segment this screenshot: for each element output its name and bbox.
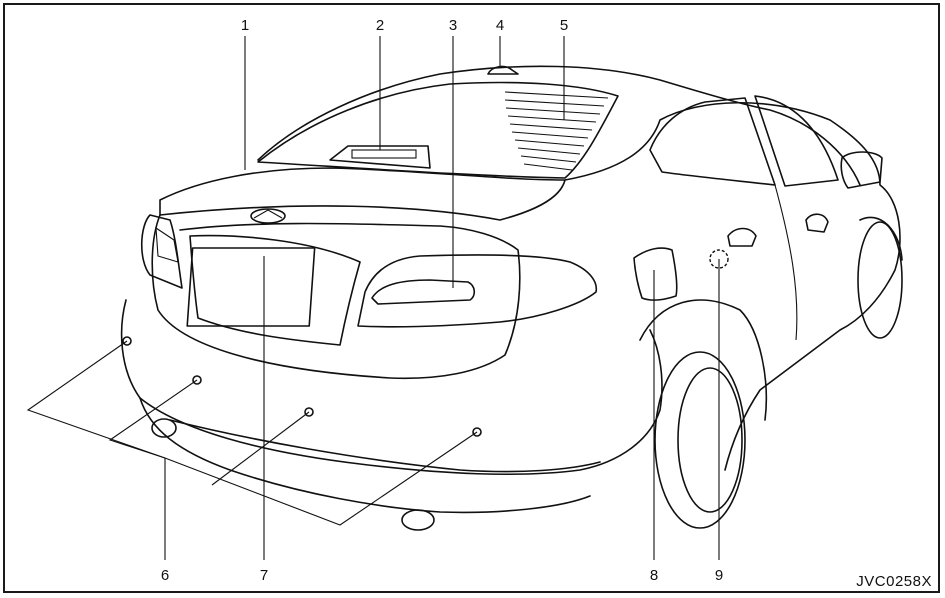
callout-8: 8 — [650, 567, 658, 584]
parking-sensor — [192, 375, 202, 385]
left-tail-light — [140, 214, 183, 289]
leader-lines — [26, 36, 720, 560]
front-door-handle — [805, 213, 829, 233]
callout-7: 7 — [260, 567, 268, 584]
parking-sensor — [304, 407, 314, 417]
license-plate-recess — [189, 234, 361, 346]
rear-wheel — [654, 351, 746, 529]
door-seam — [774, 184, 798, 341]
high-mount-stop-lamp — [329, 145, 431, 169]
right-exhaust — [401, 509, 435, 531]
left-exhaust — [151, 418, 177, 438]
license-plate — [186, 247, 316, 327]
parking-sensor — [472, 427, 482, 437]
rear-side-window — [649, 97, 776, 186]
fuel-filler-door — [633, 247, 678, 301]
callout-6: 6 — [161, 567, 169, 584]
rear-wheel-arch — [639, 299, 768, 421]
bumper-diffuser — [169, 419, 601, 473]
parking-sensor — [122, 336, 132, 346]
roof-antenna — [487, 65, 519, 75]
callout-3: 3 — [449, 17, 457, 34]
rear-panel — [151, 214, 521, 380]
callout-1: 1 — [241, 17, 249, 34]
rear-door-handle — [727, 227, 757, 247]
car-illustration — [120, 65, 903, 531]
side-mirror — [840, 151, 883, 189]
callout-9: 9 — [715, 567, 723, 584]
keyhole-marker — [709, 249, 729, 269]
callout-2: 2 — [376, 17, 384, 34]
bumper-lower — [139, 397, 591, 514]
figure-code: JVC0258X — [856, 573, 932, 590]
defroster-lines — [504, 91, 609, 171]
side-body — [564, 101, 901, 471]
stop-lamp-lens — [351, 149, 417, 159]
figure-frame — [3, 3, 940, 593]
right-tail-light — [357, 254, 598, 328]
roof-outline — [257, 65, 861, 186]
rear-wheel-rim — [677, 367, 743, 513]
front-side-window — [754, 95, 839, 187]
callout-4: 4 — [496, 17, 504, 34]
front-wheel — [857, 221, 903, 339]
tail-light-lens — [371, 279, 476, 305]
front-wheel-arch — [859, 216, 903, 261]
callout-5: 5 — [560, 17, 568, 34]
brand-emblem-icon — [250, 208, 286, 224]
callout-labels: 1 2 3 4 5 6 7 8 9 — [161, 17, 723, 584]
